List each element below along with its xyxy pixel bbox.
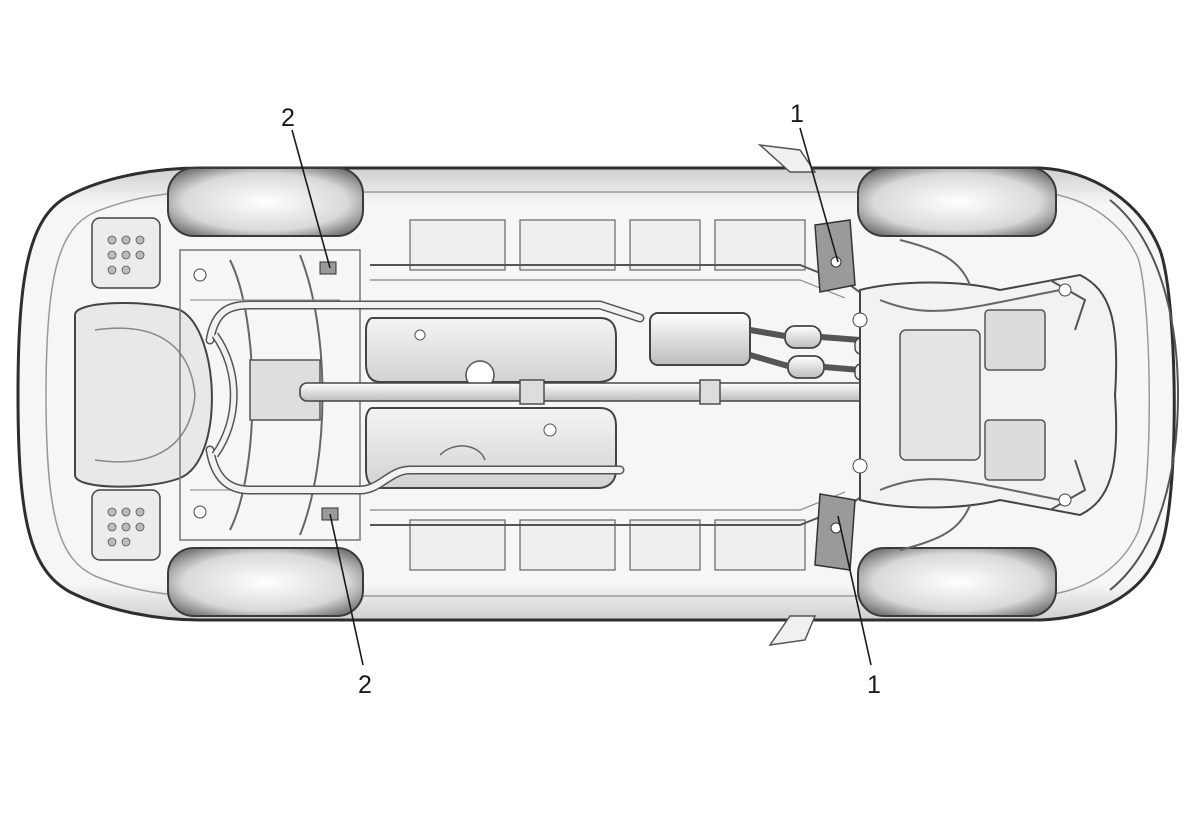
tires xyxy=(167,167,1057,617)
callout-front-upper: 1 xyxy=(790,100,804,128)
callout-labels: 1 1 2 2 xyxy=(281,100,881,699)
rear-right-tire xyxy=(167,547,364,617)
callout-rear-lower: 2 xyxy=(358,671,372,699)
driveshaft xyxy=(299,379,921,405)
callout-front-lower: 1 xyxy=(867,671,881,699)
rear-left-tire xyxy=(167,167,364,237)
leader-rear-lower xyxy=(329,513,364,666)
floor-panels xyxy=(409,219,806,571)
front-left-tire xyxy=(857,167,1057,237)
leader-front-lower xyxy=(837,515,872,666)
front-right-tire xyxy=(857,547,1057,617)
callout-rear-upper: 2 xyxy=(281,104,295,132)
leader-front-upper xyxy=(799,127,839,263)
callout-leaders xyxy=(291,127,872,666)
leader-rear-upper xyxy=(291,129,331,269)
